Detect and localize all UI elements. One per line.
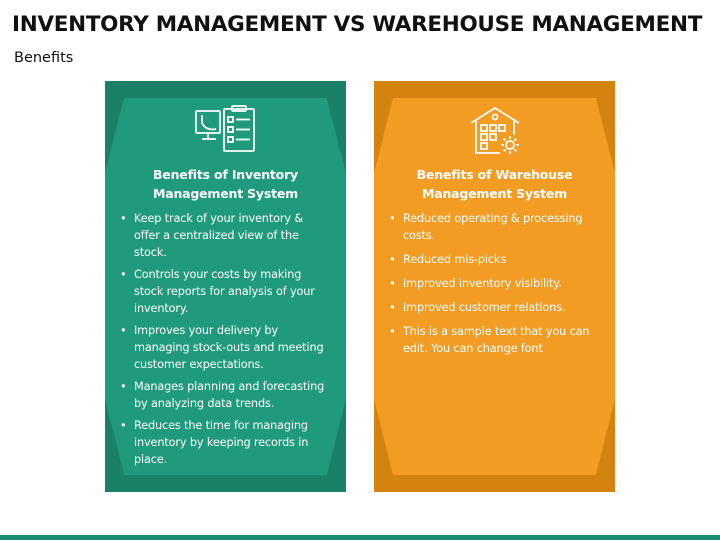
warehouse-benefits-card: Benefits of Warehouse Management System … [374,81,615,492]
list-item: Reduces the time for managing inventory … [118,417,328,468]
list-item: This is a sample text that you can edit.… [387,323,597,357]
list-item: Improves your delivery by managing stock… [118,322,328,373]
list-item: Improved customer relations. [387,299,597,316]
warehouse-gear-icon [468,105,522,162]
list-item: Reduced operating & processing costs. [387,210,597,244]
list-item: Manages planning and forecasting by anal… [118,378,328,412]
benefits-list: Keep track of your inventory & offer a c… [118,210,328,473]
card-heading: Benefits of Inventory Management System [152,167,299,201]
inventory-checklist-icon [194,105,258,160]
benefits-list: Reduced operating & processing costs. Re… [387,210,597,364]
inventory-benefits-card: Benefits of Inventory Management System … [105,81,346,492]
list-item: Improved inventory visibility. [387,275,597,292]
page-subtitle: Benefits [14,50,74,66]
list-item: Controls your costs by making stock repo… [118,266,328,317]
list-item: Keep track of your inventory & offer a c… [118,210,328,261]
list-item: Reduced mis-picks [387,251,597,268]
card-heading: Benefits of Warehouse Management System [416,167,573,201]
page-title: INVENTORY MANAGEMENT VS WAREHOUSE MANAGE… [12,12,703,37]
bottom-accent-bar [0,535,720,540]
